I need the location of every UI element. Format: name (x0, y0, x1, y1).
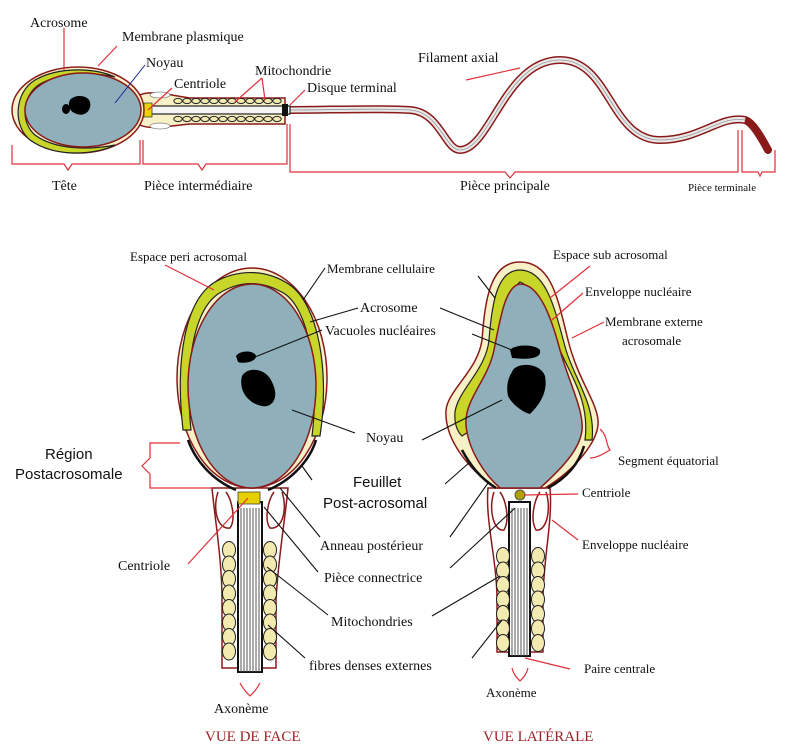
mitochondrion (263, 642, 277, 661)
tail-inner (284, 57, 746, 153)
label-paire-centrale: Paire centrale (584, 661, 655, 676)
face-axoneme (237, 501, 263, 673)
label-enveloppe-nucleaire: Enveloppe nucléaire (585, 284, 692, 299)
label-lat-axoneme: Axonème (486, 685, 537, 700)
label-centriole: Centriole (174, 77, 226, 92)
lat-vacuole-1 (510, 345, 541, 359)
face-acrosome (179, 272, 325, 437)
label-region-line1: Région (45, 446, 93, 463)
top-sperm-illustration (11, 55, 772, 155)
region-piece-principale: Pièce principale (460, 179, 550, 194)
label-membrane-externe-line1: Membrane externe (605, 314, 703, 329)
mitochondrion (182, 115, 192, 123)
region-piece-intermediaire: Pièce intermédiaire (144, 179, 252, 194)
mitochondrion (182, 97, 192, 105)
mitochondrion (272, 97, 282, 105)
mitochondrion (245, 97, 255, 105)
top-labels: Acrosome Membrane plasmique Noyau Centri… (30, 16, 756, 194)
label-acrosome: Acrosome (30, 16, 88, 31)
face-centriole (237, 491, 261, 505)
label-face-acrosome: Acrosome (360, 301, 418, 316)
head-acrosome (17, 69, 116, 154)
label-anneau-posterieur: Anneau postérieur (320, 539, 423, 554)
label-lat-centriole: Centriole (582, 485, 631, 500)
lateral-view-illustration (445, 261, 599, 657)
label-region-line2: Postacrosomale (15, 466, 123, 483)
face-view-title: VUE DE FACE (205, 729, 301, 745)
label-face-axoneme: Axonème (214, 702, 268, 717)
mitochondrion (218, 115, 228, 123)
mitochondrion (222, 642, 236, 661)
label-membrane-cellulaire: Membrane cellulaire (327, 261, 435, 276)
mitochondrion (209, 115, 219, 123)
label-face-noyau: Noyau (366, 431, 403, 446)
label-vacuoles-nucleaires: Vacuoles nucléaires (325, 324, 436, 339)
top-vacuole-small (62, 104, 70, 114)
connecting-piece (149, 122, 171, 130)
lat-mitochondria (496, 547, 545, 652)
label-feuillet-line2: Post-acrosomal (323, 495, 427, 512)
axial-core (149, 105, 291, 115)
mitochondrion (263, 97, 273, 105)
mitochondrion (236, 115, 246, 123)
top-region-braces (11, 124, 776, 179)
face-vacuole-1 (236, 351, 256, 363)
top-leader-lines (63, 28, 521, 111)
label-mitochondries: Mitochondries (331, 615, 413, 630)
mitochondrion (209, 97, 219, 105)
mitochondrion (200, 97, 210, 105)
mitochondrion (200, 115, 210, 123)
lateral-view-title: VUE LATÉRALE (483, 728, 593, 745)
mitochondrion (227, 115, 237, 123)
mitochondrion (218, 97, 228, 105)
label-mitochondrie: Mitochondrie (255, 64, 331, 79)
mitochondrion (173, 115, 183, 123)
label-segment-equatorial: Segment équatorial (618, 453, 719, 468)
label-filament-axial: Filament axial (418, 51, 499, 66)
top-vacuole (68, 96, 91, 115)
label-piece-connectrice: Pièce connectrice (324, 571, 422, 586)
region-piece-terminale: Pièce terminale (688, 182, 756, 194)
label-disque-terminal: Disque terminal (307, 81, 397, 96)
mitochondrion (272, 115, 282, 123)
tail-axial-line (284, 59, 746, 151)
lateral-labels: Espace sub acrosomal Enveloppe nucléaire… (483, 247, 719, 745)
label-espace-peri-acrosomal: Espace peri acrosomal (130, 249, 247, 264)
region-tete: Tête (52, 179, 77, 194)
mitochondrion (245, 115, 255, 123)
connecting-piece (149, 91, 171, 99)
mitochondrion (173, 97, 183, 105)
face-leader-lines (141, 264, 359, 697)
label-membrane-plasmique: Membrane plasmique (122, 30, 244, 45)
mitochondrion (254, 97, 264, 105)
face-labels: Espace peri acrosomal Membrane cellulair… (15, 249, 436, 745)
midpiece-mitochondria (149, 91, 282, 130)
label-feuillet-line1: Feuillet (353, 474, 402, 491)
mitochondrion (191, 97, 201, 105)
mitochondrion (496, 634, 510, 652)
label-face-centriole: Centriole (118, 559, 170, 574)
label-espace-sub-acrosomal: Espace sub acrosomal (553, 247, 668, 262)
terminal-disc (282, 104, 288, 116)
lat-centriole (514, 489, 526, 501)
mitochondrion (254, 115, 264, 123)
mitochondrion (263, 115, 273, 123)
mitochondrion (191, 115, 201, 123)
label-fibres-denses: fibres denses externes (309, 659, 432, 674)
lat-axoneme (508, 501, 531, 657)
lat-vacuole-2 (507, 364, 546, 414)
label-enveloppe-nucleaire-2: Enveloppe nucléaire (582, 537, 689, 552)
label-noyau: Noyau (146, 56, 183, 71)
lateral-leader-lines (421, 265, 612, 682)
face-view-illustration (176, 267, 328, 673)
mitochondrion (227, 97, 237, 105)
lat-axoneme-sheath (508, 501, 531, 657)
face-vacuole-2 (241, 369, 276, 407)
face-mitochondria (222, 541, 277, 661)
label-membrane-externe-line2: acrosomale (622, 333, 681, 348)
mitochondrion (531, 634, 545, 652)
